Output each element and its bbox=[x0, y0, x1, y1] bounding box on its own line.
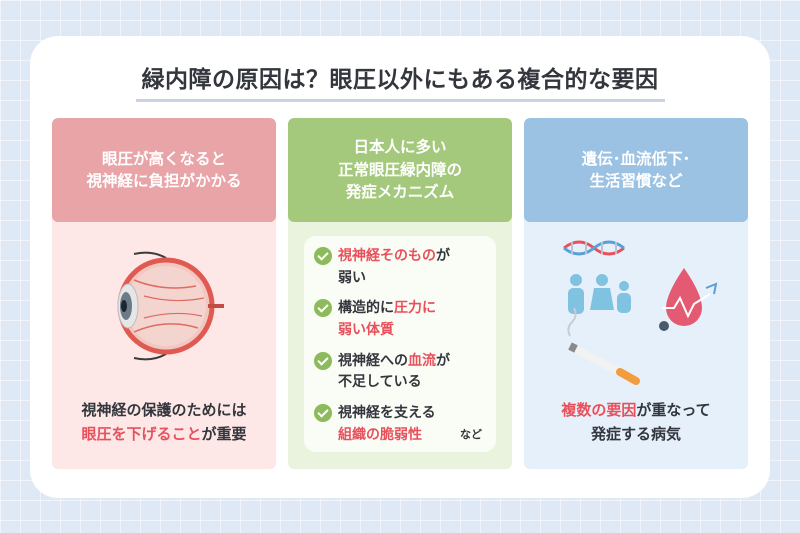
list-item: 構造的に圧力に 弱い体質 bbox=[314, 298, 488, 341]
cause-column-ntg: 日本人に多い 正常眼圧緑内障の 発症メカニズム 視神経そのものが 弱い 構造的に… bbox=[288, 118, 512, 469]
list-item: 視神経そのものが 弱い bbox=[314, 246, 488, 289]
dna-icon bbox=[563, 240, 625, 256]
caption-rest: が重要 bbox=[201, 425, 247, 443]
item-text: 視神経を支える bbox=[338, 405, 436, 422]
caption-highlight: 複数の要因 bbox=[561, 401, 637, 419]
item-highlight: 組織の脆弱性 bbox=[338, 426, 422, 443]
item-highlight: 血流 bbox=[408, 352, 436, 369]
caption-rest: が重なって bbox=[636, 401, 711, 419]
heading-line: 発症メカニズム bbox=[345, 183, 455, 202]
item-text: が bbox=[436, 352, 450, 369]
column-heading-ntg: 日本人に多い 正常眼圧緑内障の 発症メカニズム bbox=[288, 118, 512, 222]
heading-line: 眼圧が高くなると bbox=[101, 149, 226, 168]
caption-line: 発症する病気 bbox=[590, 425, 681, 443]
eyeball-icon bbox=[117, 251, 224, 361]
page-title: 緑内障の原因は？眼圧以外にもある複合的な要因 bbox=[30, 60, 770, 102]
item-highlight: 圧力に bbox=[394, 300, 436, 317]
heading-line: 日本人に多い bbox=[353, 138, 447, 157]
caption-highlight: 眼圧を下げること bbox=[81, 425, 202, 443]
check-icon bbox=[314, 351, 332, 370]
item-text: 視神経への bbox=[338, 352, 408, 369]
heading-line: 正常眼圧緑内障の bbox=[337, 160, 462, 179]
heading-line: 視神経に負担がかかる bbox=[86, 172, 242, 190]
heading-line: 生活習慣など bbox=[589, 172, 683, 190]
cause-column-multifactor: 遺伝･血流低下･ 生活習慣など bbox=[524, 118, 748, 469]
check-icon bbox=[314, 404, 332, 423]
heading-line: 遺伝･血流低下･ bbox=[581, 149, 691, 168]
infographic-card: 緑内障の原因は？眼圧以外にもある複合的な要因 眼圧が高くなると 視神経に負担がか… bbox=[30, 36, 770, 498]
item-highlight: 視神経そのもの bbox=[338, 248, 436, 264]
caption-iop: 視神経の保護のためには 眼圧を下げることが重要 bbox=[52, 398, 276, 446]
item-text: 構造的に bbox=[338, 300, 394, 317]
item-text: が bbox=[436, 248, 450, 264]
family-icon bbox=[568, 274, 631, 314]
blood-drop-icon bbox=[659, 268, 718, 331]
check-icon bbox=[314, 299, 332, 318]
mechanism-list: 視神経そのものが 弱い 構造的に圧力に 弱い体質 視神経への血流が 不足している bbox=[304, 236, 496, 452]
column-heading-multifactor: 遺伝･血流低下･ 生活習慣など bbox=[524, 118, 748, 222]
title-text: 緑内障の原因は？眼圧以外にもある複合的な要因 bbox=[135, 60, 665, 102]
item-text: 不足している bbox=[338, 374, 422, 391]
illustration-group bbox=[563, 240, 718, 385]
item-text: 弱い bbox=[338, 269, 366, 286]
caption-line: 視神経の保護のためには bbox=[81, 401, 247, 419]
list-item: 視神経への血流が 不足している bbox=[314, 351, 488, 394]
caption-line: 眼圧を下げることが重要 bbox=[52, 422, 276, 446]
check-icon bbox=[314, 247, 332, 265]
caption-multifactor: 複数の要因が重なって 発症する病気 bbox=[524, 398, 748, 446]
note-text: など bbox=[460, 428, 482, 441]
cause-column-iop: 眼圧が高くなると 視神経に負担がかかる 視神経の保護のためには 眼圧を下げること… bbox=[52, 118, 276, 469]
list-item: 視神経を支える 組織の脆弱性 bbox=[314, 403, 488, 446]
column-heading-iop: 眼圧が高くなると 視神経に負担がかかる bbox=[52, 118, 276, 222]
caption-line: 複数の要因が重なって bbox=[524, 398, 748, 422]
cigarette-icon bbox=[567, 307, 640, 385]
item-highlight: 弱い体質 bbox=[338, 322, 394, 339]
